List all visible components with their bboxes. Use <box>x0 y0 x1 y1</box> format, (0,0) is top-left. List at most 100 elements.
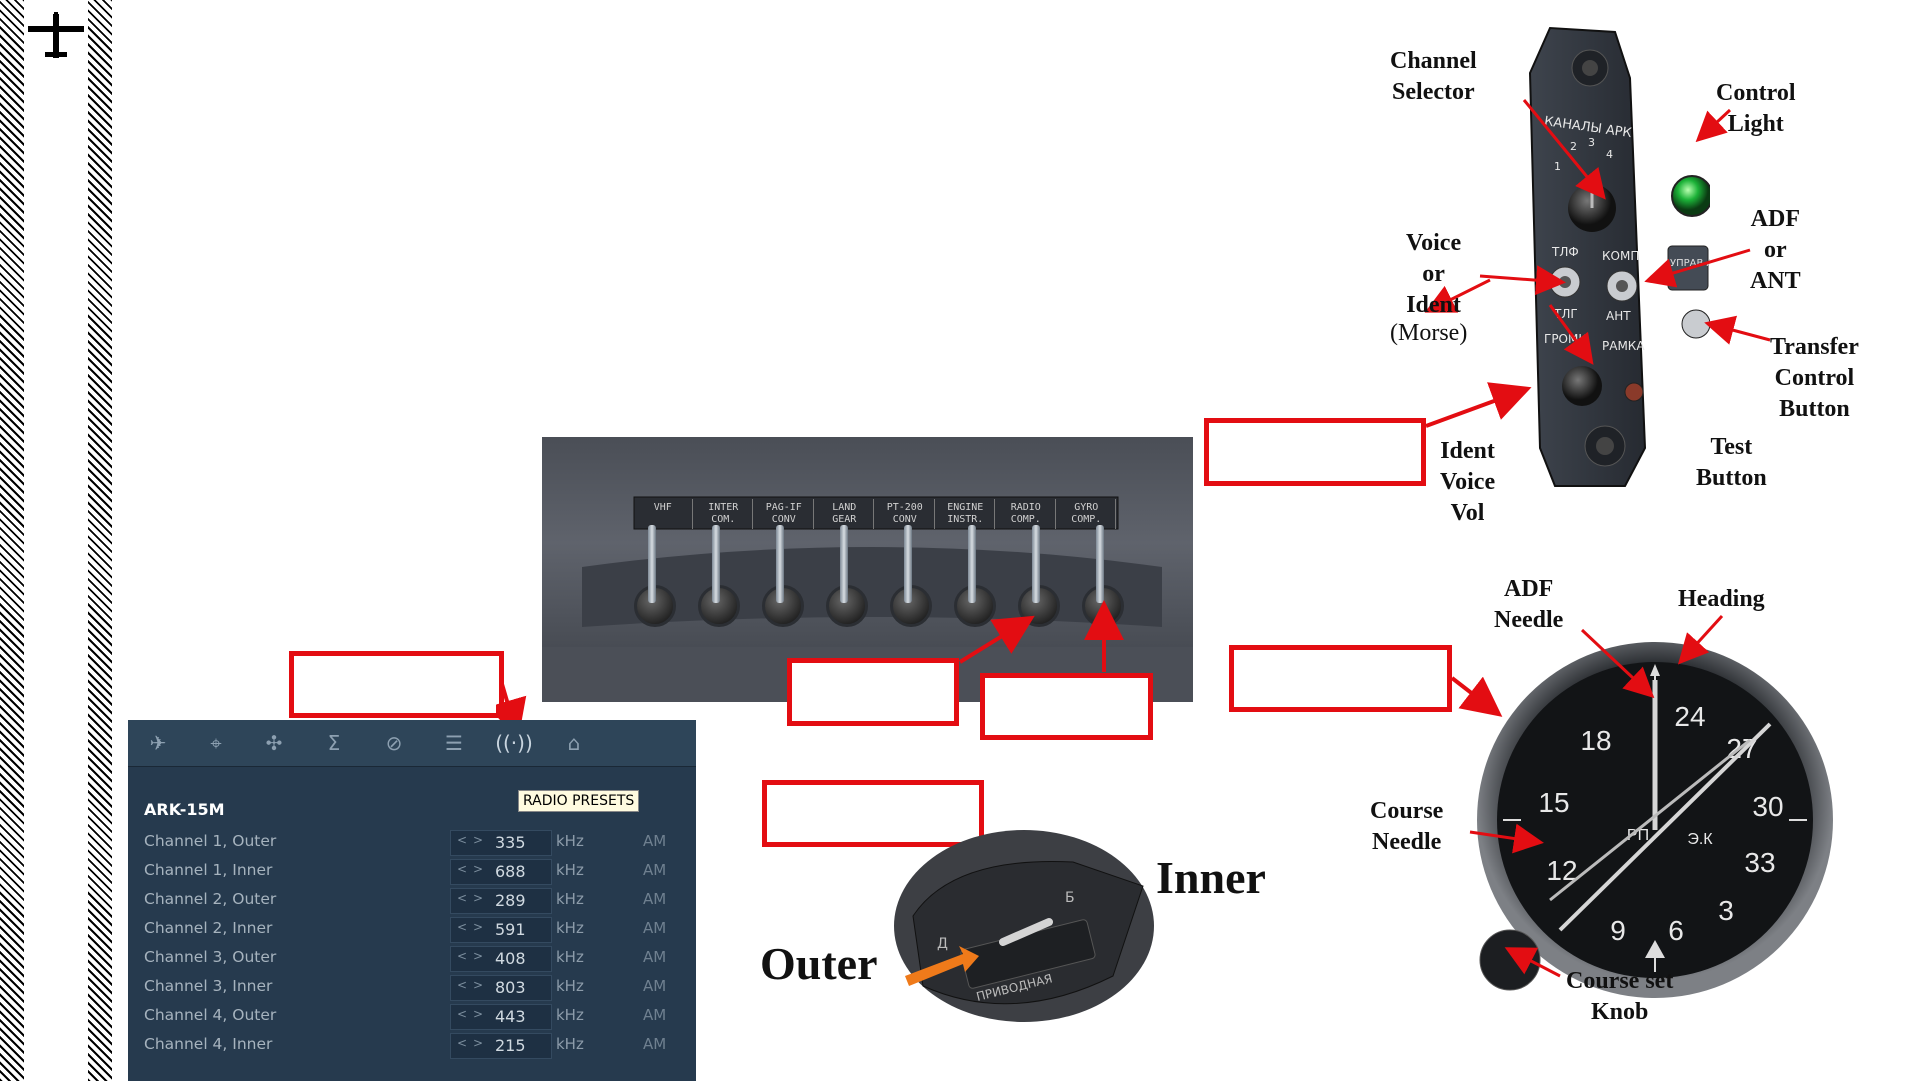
marker-position-d: Д <box>937 936 948 952</box>
modulation-label: AM <box>643 977 667 995</box>
label-control-light: Control Light <box>1716 80 1796 137</box>
frequency-unit: kHz <box>556 861 584 879</box>
label-transfer-control-button: Transfer Control Button <box>1770 334 1859 422</box>
circuit-breaker-switch[interactable] <box>762 585 804 627</box>
switch-callout-arrows <box>958 600 1124 672</box>
switch-lever[interactable] <box>968 525 976 603</box>
frequency-unit: kHz <box>556 832 584 850</box>
preset-name: Channel 3, Outer <box>144 948 277 966</box>
dial-15: 15 <box>1538 787 1569 818</box>
switch-label: VHF <box>634 499 693 529</box>
frequency-unit: kHz <box>556 1035 584 1053</box>
preset-name: Channel 4, Inner <box>144 1035 273 1053</box>
switch-lever[interactable] <box>648 525 656 603</box>
increment-icon[interactable]: > <box>473 1007 484 1021</box>
course-needle <box>1558 722 1772 932</box>
panel-title: ARK-15M <box>144 800 225 819</box>
frequency-value[interactable]: 289 <box>495 891 526 910</box>
target-icon[interactable]: ⌖ <box>210 731 222 755</box>
increment-icon[interactable]: > <box>473 1036 484 1050</box>
preset-name: Channel 2, Outer <box>144 890 277 908</box>
sigma-icon[interactable]: Σ <box>327 731 341 755</box>
frequency-stepper[interactable]: < >335 <box>450 830 552 856</box>
frequency-value[interactable]: 803 <box>495 978 526 997</box>
callout-box-switch-right <box>980 673 1153 740</box>
dial-9: 9 <box>1610 915 1626 946</box>
plate-komp: КОМП <box>1602 249 1639 263</box>
frequency-stepper[interactable]: < >408 <box>450 946 552 972</box>
hangar-icon[interactable]: ⌂ <box>567 731 581 755</box>
label-test-button: Test Button <box>1696 434 1767 491</box>
preset-name: Channel 2, Inner <box>144 919 273 937</box>
increment-icon[interactable]: > <box>473 891 484 905</box>
increment-icon[interactable]: > <box>473 978 484 992</box>
plate-uprav: УПРАВ АРК <box>1670 258 1710 269</box>
frequency-stepper[interactable]: < >289 <box>450 888 552 914</box>
switch-lever[interactable] <box>840 525 848 603</box>
decrement-icon[interactable]: < <box>457 891 468 905</box>
switch-lever[interactable] <box>776 525 784 603</box>
plate-ramka: РАМКА <box>1602 339 1645 353</box>
frequency-value[interactable]: 335 <box>495 833 526 852</box>
increment-icon[interactable]: > <box>473 949 484 963</box>
decrement-icon[interactable]: < <box>457 949 468 963</box>
plate-ch4: 4 <box>1606 148 1613 161</box>
frequency-value[interactable]: 215 <box>495 1036 526 1055</box>
label-inner: Inner <box>1156 852 1266 903</box>
forbidden-icon[interactable]: ⊘ <box>385 731 403 755</box>
decrement-icon[interactable]: < <box>457 920 468 934</box>
callout-box-ark-panel <box>1204 418 1426 486</box>
frequency-stepper[interactable]: < >803 <box>450 975 552 1001</box>
modulation-label: AM <box>643 919 667 937</box>
radio-presets-tooltip: RADIO PRESETS <box>518 790 640 812</box>
frequency-unit: kHz <box>556 919 584 937</box>
decrement-icon[interactable]: < <box>457 1036 468 1050</box>
preset-row: Channel 2, Inner < >591 kHz AM <box>128 915 696 944</box>
marker-toggle[interactable] <box>999 918 1053 946</box>
dial-18: 18 <box>1580 725 1611 756</box>
payload-icon[interactable]: ☰ <box>445 731 463 755</box>
modulation-label: AM <box>643 948 667 966</box>
right-hatch-bar <box>88 0 112 1081</box>
decrement-icon[interactable]: < <box>457 862 468 876</box>
decrement-icon[interactable]: < <box>457 833 468 847</box>
frequency-value[interactable]: 688 <box>495 862 526 881</box>
aircraft-icon[interactable]: ✈ <box>149 731 167 755</box>
frequency-value[interactable]: 408 <box>495 949 526 968</box>
dial-27: 27 <box>1726 733 1757 764</box>
switch-label: INTER COM. <box>695 499 753 529</box>
volume-knob[interactable] <box>1562 366 1602 406</box>
switch-lever[interactable] <box>1032 525 1040 603</box>
ark-box-arrow <box>1425 382 1532 428</box>
switch-lever[interactable] <box>904 525 912 603</box>
frequency-value[interactable]: 443 <box>495 1007 526 1026</box>
decrement-icon[interactable]: < <box>457 1007 468 1021</box>
decrement-icon[interactable]: < <box>457 978 468 992</box>
label-heading: Heading <box>1678 586 1765 612</box>
label-course-needle: Course Needle <box>1370 798 1444 855</box>
callout-box-switch-left <box>787 658 959 726</box>
modulation-label: AM <box>643 861 667 879</box>
left-hatch-bar <box>0 0 24 1081</box>
switch-label: GYRO COMP. <box>1058 499 1116 529</box>
label-channel-selector: Channel Selector <box>1390 48 1477 105</box>
frequency-stepper[interactable]: < >215 <box>450 1033 552 1059</box>
increment-icon[interactable]: > <box>473 862 484 876</box>
increment-icon[interactable]: > <box>473 920 484 934</box>
drone-icon[interactable]: ✣ <box>265 731 283 755</box>
frequency-stepper[interactable]: < >591 <box>450 917 552 943</box>
radio-antenna-icon[interactable]: ((·)) <box>495 731 533 755</box>
test-button[interactable] <box>1624 382 1644 402</box>
label-outer: Outer <box>760 938 878 989</box>
frequency-stepper[interactable]: < >688 <box>450 859 552 885</box>
switch-lever[interactable] <box>1096 525 1104 603</box>
frequency-value[interactable]: 591 <box>495 920 526 939</box>
adf-callout-arrows <box>1469 614 1724 978</box>
increment-icon[interactable]: > <box>473 833 484 847</box>
frequency-stepper[interactable]: < >443 <box>450 1004 552 1030</box>
switch-lever[interactable] <box>712 525 720 603</box>
